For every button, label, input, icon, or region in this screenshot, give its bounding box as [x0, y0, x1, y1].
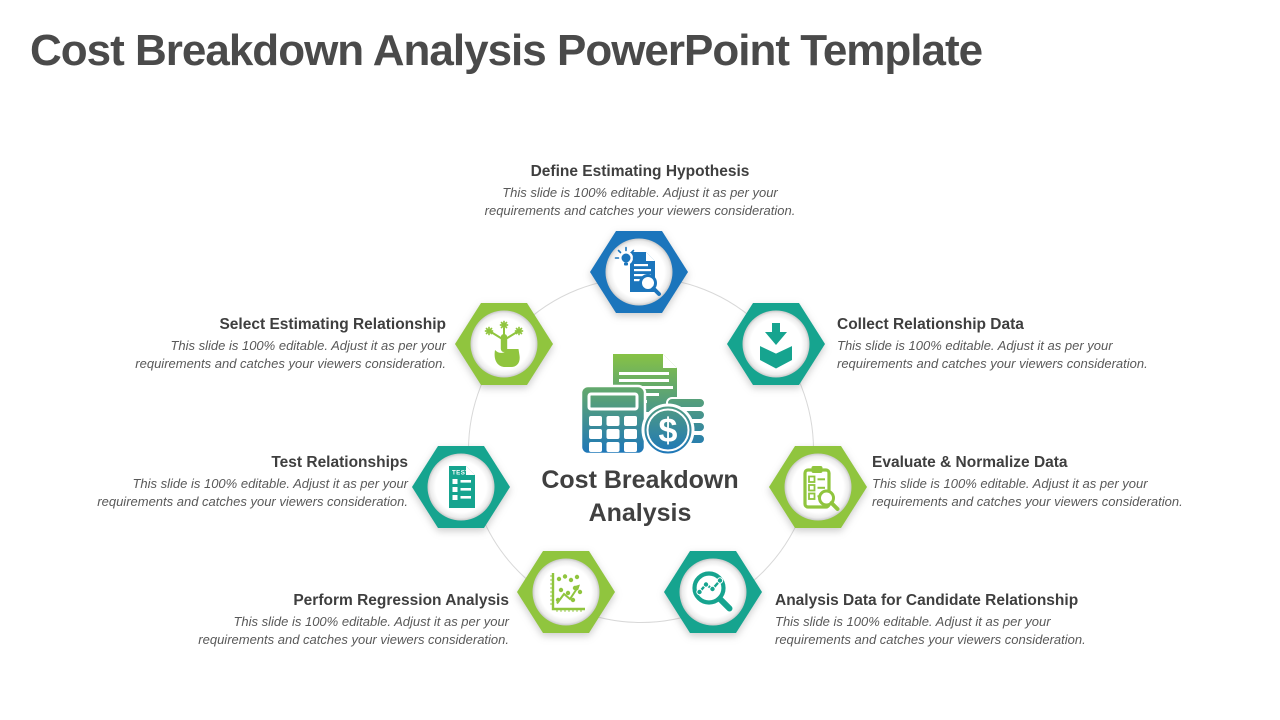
step-heading: Perform Regression Analysis	[293, 592, 509, 609]
clipboard-checklist-magnifier-icon	[803, 466, 840, 511]
step-text-evaluate-normalize-data: Evaluate & Normalize Data This slide is …	[872, 453, 1272, 512]
step-description-line1: This slide is 100% editable. Adjust it a…	[837, 338, 1113, 353]
slide-title: Cost Breakdown Analysis PowerPoint Templ…	[30, 26, 983, 75]
hand-select-network-icon	[484, 320, 524, 367]
step-text-select-estimating-relationship: Select Estimating Relationship This slid…	[46, 315, 446, 374]
step-heading: Select Estimating Relationship	[219, 316, 446, 333]
step-hexagon-collect-relationship-data	[726, 300, 826, 388]
hexagon-inner-circle	[532, 558, 600, 626]
step-text-define-estimating-hypothesis: Define Estimating Hypothesis This slide …	[440, 162, 840, 221]
step-description-line1: This slide is 100% editable. Adjust it a…	[502, 185, 778, 200]
step-text-test-relationships: Test Relationships This slide is 100% ed…	[8, 453, 408, 512]
calculator-documents-dollar-coin-icon: $	[579, 354, 706, 456]
step-description-line2: requirements and catches your viewers co…	[198, 632, 509, 648]
step-hexagon-select-estimating-relationship	[454, 300, 554, 388]
center-title-line1: Cost Breakdown	[541, 466, 739, 494]
step-description-line1: This slide is 100% editable. Adjust it a…	[233, 614, 509, 629]
step-description-line1: This slide is 100% editable. Adjust it a…	[872, 476, 1148, 491]
step-description-line1: This slide is 100% editable. Adjust it a…	[170, 338, 446, 353]
step-heading: Analysis Data for Candidate Relationship	[775, 592, 1079, 609]
center-title: Cost Breakdown Analysis	[490, 464, 790, 530]
step-hexagon-evaluate-normalize-data	[768, 443, 868, 531]
step-heading: Collect Relationship Data	[837, 316, 1024, 333]
download-into-box-icon	[759, 323, 793, 369]
step-hexagon-define-estimating-hypothesis	[589, 228, 689, 316]
test-document-checklist-icon: TEST	[449, 466, 475, 508]
step-heading: Evaluate & Normalize Data	[872, 454, 1068, 471]
step-heading: Define Estimating Hypothesis	[530, 163, 750, 180]
step-hexagon-perform-regression-analysis	[516, 548, 616, 636]
scatter-plot-trend-arrow-icon	[550, 573, 585, 612]
step-text-collect-relationship-data: Collect Relationship Data This slide is …	[837, 315, 1237, 374]
step-description-line2: requirements and catches your viewers co…	[135, 356, 446, 372]
step-text-analysis-data-candidate-relationship: Analysis Data for Candidate Relationship…	[775, 591, 1175, 650]
step-description-line2: requirements and catches your viewers co…	[837, 356, 1148, 372]
center-title-line2: Analysis	[588, 499, 692, 527]
step-description-line2: requirements and catches your viewers co…	[484, 203, 796, 219]
step-description-line2: requirements and catches your viewers co…	[97, 494, 408, 510]
step-description-line2: requirements and catches your viewers co…	[872, 494, 1183, 510]
step-description-line1: This slide is 100% editable. Adjust it a…	[132, 476, 408, 491]
magnifier-line-chart-icon	[692, 571, 733, 612]
step-text-perform-regression-analysis: Perform Regression Analysis This slide i…	[109, 591, 509, 650]
dollar-sign: $	[659, 412, 678, 450]
test-label: TEST	[452, 470, 469, 477]
document-lightbulb-magnifier-icon	[614, 246, 661, 296]
step-description-line1: This slide is 100% editable. Adjust it a…	[775, 614, 1051, 629]
step-hexagon-analysis-data-candidate-relationship	[663, 548, 763, 636]
step-hexagon-test-relationships: TEST	[411, 443, 511, 531]
step-description-line2: requirements and catches your viewers co…	[775, 632, 1086, 648]
step-heading: Test Relationships	[271, 454, 408, 471]
